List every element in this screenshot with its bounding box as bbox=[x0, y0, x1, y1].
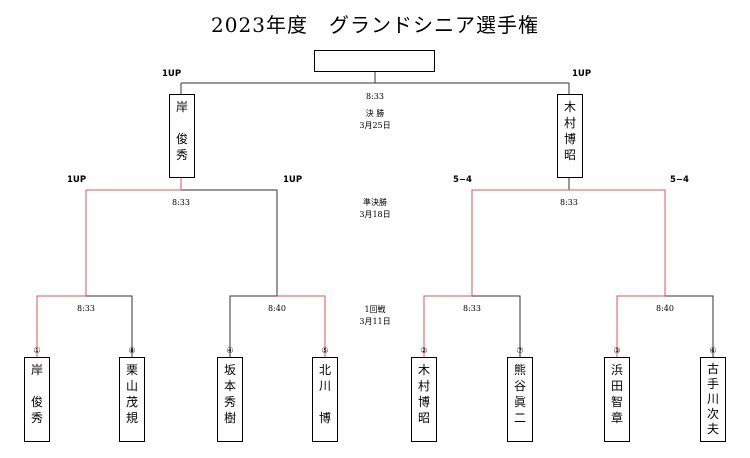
final-score-right: 1UP bbox=[572, 69, 592, 79]
r1-m3-loser bbox=[472, 295, 521, 357]
player-box: 岸 俊秀 bbox=[24, 357, 50, 442]
seed-1: ① bbox=[33, 346, 41, 355]
seed-6: ⑦ bbox=[516, 346, 524, 355]
final-round-name: 決 勝 bbox=[365, 109, 385, 118]
final-score-left: 1UP bbox=[162, 69, 182, 79]
final-round-date: 3月25日 bbox=[359, 121, 391, 130]
finalist-left-name: 岸 俊秀 bbox=[175, 100, 188, 162]
player-name: 岸 俊秀 bbox=[30, 363, 43, 425]
semifinal-round-date: 3月18日 bbox=[359, 210, 391, 219]
sf-left-score-left: 1UP bbox=[67, 175, 87, 185]
semifinal-round-label: 準決勝 3月18日 bbox=[345, 197, 405, 221]
player-box: 坂本秀樹 bbox=[217, 357, 243, 442]
player-name: 栗山茂規 bbox=[125, 363, 138, 425]
player-name: 浜田智章 bbox=[610, 363, 623, 425]
sf-right-score-left: 5−4 bbox=[453, 175, 472, 185]
r1-m4-time: 8:40 bbox=[656, 304, 674, 313]
r1-m4-winner bbox=[616, 295, 665, 357]
r1-m1-time: 8:33 bbox=[77, 304, 95, 313]
r1-m1-loser bbox=[86, 295, 133, 357]
final-connector bbox=[180, 72, 570, 94]
sf-right-time: 8:33 bbox=[560, 198, 578, 207]
player-box: 木村博昭 bbox=[411, 357, 437, 442]
player-name: 北川 博 bbox=[318, 363, 331, 425]
player-name: 古手川次夫 bbox=[706, 362, 719, 436]
sf-left-connector-loser bbox=[181, 189, 278, 296]
sf-left-winner bbox=[85, 178, 182, 296]
first-round-date: 3月11日 bbox=[359, 317, 391, 326]
player-box: 栗山茂規 bbox=[119, 357, 145, 442]
r1-m1-winner bbox=[36, 295, 86, 357]
r1-m2-winner bbox=[277, 295, 326, 357]
player-name: 木村博昭 bbox=[417, 363, 430, 425]
r1-m3-time: 8:33 bbox=[463, 304, 481, 313]
first-round-label: 1回戦 3月11日 bbox=[345, 304, 405, 328]
r1-m3-winner bbox=[423, 295, 472, 357]
first-round-name: 1回戦 bbox=[364, 305, 386, 314]
r1-m4-loser bbox=[665, 295, 714, 357]
seed-3: ④ bbox=[226, 346, 234, 355]
player-name: 熊谷眞二 bbox=[513, 363, 526, 425]
seed-4: ⑤ bbox=[321, 346, 329, 355]
seed-5: ② bbox=[420, 346, 428, 355]
sf-right-score-right: 5−4 bbox=[670, 175, 689, 185]
sf-left-time: 8:33 bbox=[172, 198, 190, 207]
r1-m2-loser bbox=[229, 295, 277, 357]
champion-box bbox=[314, 50, 435, 72]
final-time: 8:33 bbox=[366, 92, 384, 101]
seed-8: ⑥ bbox=[709, 346, 717, 355]
player-box: 熊谷眞二 bbox=[507, 357, 533, 442]
seed-2: ⑧ bbox=[128, 346, 136, 355]
finalist-right: 木村博昭 bbox=[557, 94, 583, 178]
finalist-left: 岸 俊秀 bbox=[169, 94, 195, 178]
page-title: 2023年度 グランドシニア選手権 bbox=[211, 13, 539, 37]
finalist-right-name: 木村博昭 bbox=[563, 100, 576, 162]
sf-left-score-right: 1UP bbox=[283, 175, 303, 185]
semifinal-round-name: 準決勝 bbox=[363, 198, 387, 207]
r1-m2-time: 8:40 bbox=[268, 304, 286, 313]
seed-7: ③ bbox=[613, 346, 621, 355]
player-name: 坂本秀樹 bbox=[223, 363, 236, 425]
player-box: 浜田智章 bbox=[604, 357, 630, 442]
player-box: 北川 博 bbox=[312, 357, 338, 442]
final-round-label: 決 勝 3月25日 bbox=[345, 108, 405, 132]
player-box: 古手川次夫 bbox=[700, 357, 726, 442]
sf-right-winner bbox=[471, 189, 666, 296]
